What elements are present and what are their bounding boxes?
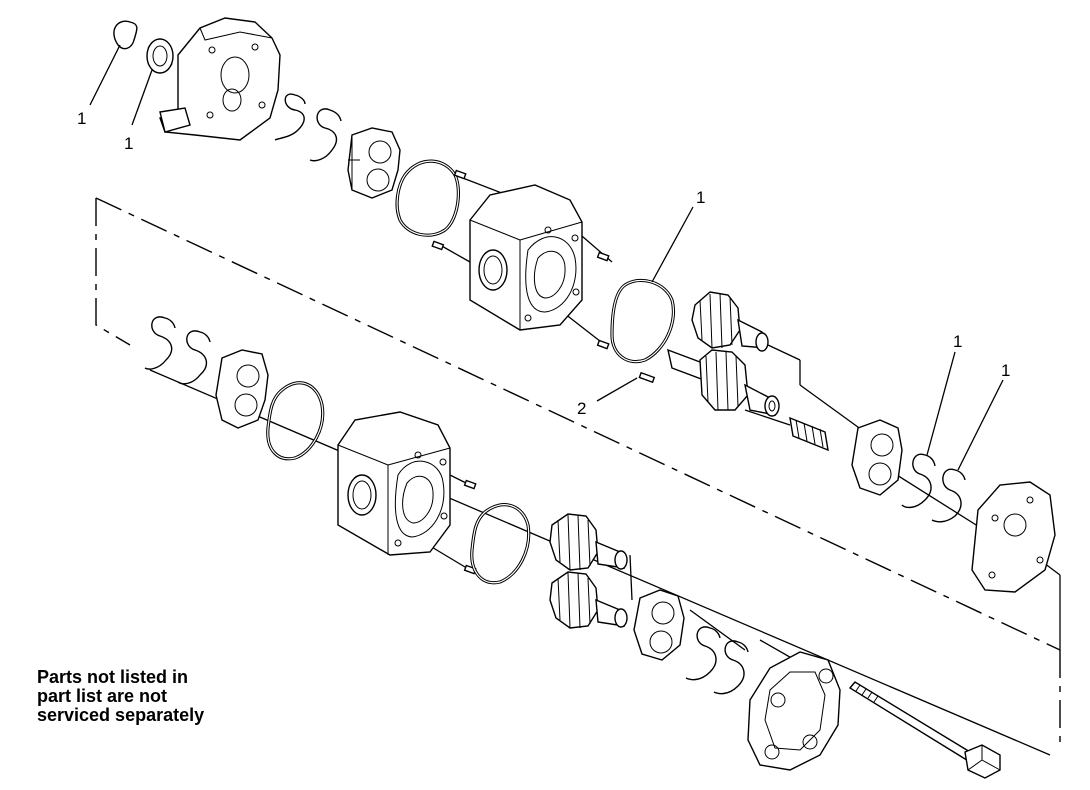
top-snap-ring: [113, 20, 138, 50]
lower-driven-gear: [549, 513, 628, 571]
lower-rear-clips: [685, 626, 749, 695]
top-mounting-flange: [159, 17, 281, 141]
service-note: Parts not listed in part list are not se…: [37, 668, 204, 725]
service-note-line: Parts not listed in: [37, 667, 189, 687]
lower-rear-bearing-block: [633, 589, 685, 661]
splined-coupling: [789, 416, 829, 452]
top-dowel-pins: [431, 169, 610, 350]
rear-end-cover: [747, 651, 841, 771]
lower-bearing-block: [215, 349, 269, 429]
top-retaining-clips: [274, 93, 342, 162]
top-driven-gear: [691, 291, 769, 352]
service-note-line: serviced separately: [37, 705, 205, 725]
right-end-cover: [971, 481, 1056, 593]
drive-shaft-gear: [667, 348, 780, 417]
top-seal-ring: [395, 159, 460, 237]
callout-label: 1: [953, 332, 962, 351]
right-retaining-clips: [901, 453, 966, 523]
top-bearing-block: [347, 127, 401, 199]
through-bolt: [848, 681, 1001, 779]
top-gear-housing: [469, 184, 583, 331]
top-shaft-seal: [146, 38, 174, 74]
callout-label: 1: [77, 109, 86, 128]
right-bearing-block: [851, 419, 903, 496]
callout-leaders: [89, 44, 1004, 471]
service-note-line: part list are not: [37, 686, 168, 706]
shaft-key: [638, 371, 656, 384]
lower-gear-housing: [337, 411, 451, 556]
lower-right-seal-ring: [470, 503, 531, 585]
callout-label: 2: [577, 399, 586, 418]
callout-label: 1: [124, 134, 133, 153]
lower-left-seal-ring: [266, 381, 325, 461]
right-seal-ring: [610, 278, 675, 364]
lower-dowel-pins: [463, 479, 477, 575]
callout-labels: 1 1 1 2 1 1: [77, 109, 1010, 418]
lower-drive-gear: [549, 571, 628, 629]
lower-retaining-clips: [144, 316, 211, 385]
callout-label: 1: [696, 188, 705, 207]
callout-label: 1: [1001, 361, 1010, 380]
